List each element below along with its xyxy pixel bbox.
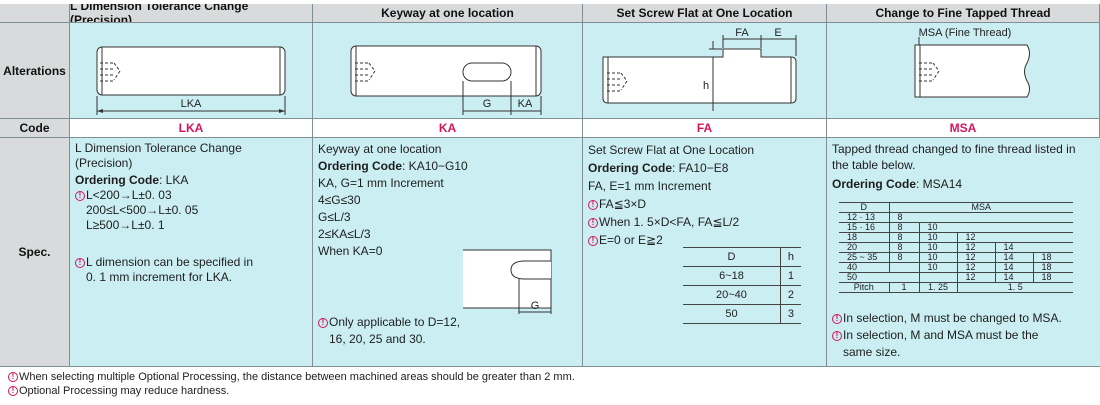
warning-icon: ! [832,331,842,341]
diagram-msa: MSA (Fine Thread) [827,23,1100,119]
spec-msa-note: In selection, M must be changed to MSA. [843,311,1062,325]
spec-msa-line: the table below. [832,158,916,172]
spec-msa-note: In selection, M and MSA must be the [843,328,1039,342]
spec-ka-line: G≤L/3 [318,210,351,224]
spec-fa-line: FA, E=1 mm Increment [588,179,712,193]
spec-msa: Tapped thread changed to fine thread lis… [827,138,1100,367]
diagram-ka: G KA [313,23,583,119]
code-fa: FA [583,119,827,138]
spec-ka-line: 2≤KA≤L/3 [318,227,371,241]
spec-fa-rule: When 1. 5×D<FA, FA≦L/2 [599,215,740,229]
spec-fa-title: Set Screw Flat at One Location [588,143,755,157]
spec-ka: Keyway at one location Ordering Code: KA… [313,138,583,367]
ka-g-label: G [483,98,492,110]
ordering-code-label: Ordering Code [588,161,673,175]
spec-ka-line: 4≤G≤30 [318,193,361,207]
header-msa: Change to Fine Tapped Thread [827,4,1100,23]
spec-lka: L Dimension Tolerance Change (Precision)… [70,138,313,367]
table-corner [0,4,70,23]
msa-fine-thread-label: MSA (Fine Thread) [919,27,1012,39]
spec-fa-rule: FA≦3×D [599,197,647,211]
row-label-alterations: Alterations [0,23,70,119]
ordering-code-value: : FA10−E8 [672,161,729,175]
tolerance-line: L≥500→L±0. 1 [86,218,165,232]
spec-fa-rule: E=0 or E≧2 [599,233,663,247]
warning-icon: ! [588,200,598,210]
alterations-table: L Dimension Tolerance Change (Precision)… [0,4,1100,367]
header-fa: Set Screw Flat at One Location [583,4,827,23]
keyway-end-diagram: G [463,249,552,314]
diagram-fa: FA E h [583,23,827,119]
warning-icon: ! [8,386,18,396]
spec-ka-line: KA, G=1 mm Increment [318,176,444,190]
header-lka: L Dimension Tolerance Change (Precision) [70,4,313,23]
row-label-spec: Spec. [0,138,70,367]
spec-fa: Set Screw Flat at One Location Ordering … [583,138,827,367]
footnote: Optional Processing may reduce hardness. [19,385,230,397]
fa-h-label: h [703,80,709,92]
spec-ka-title: Keyway at one location [318,142,442,156]
table-header: h [779,247,801,267]
table-header: D [839,202,889,213]
code-lka: LKA [70,119,313,138]
diagram-lka: LKA [70,23,313,119]
header-ka: Keyway at one location [313,4,583,23]
table-header: MSA [888,202,1073,213]
spec-lka-title: L Dimension Tolerance Change [75,141,242,155]
footnote: When selecting multiple Optional Process… [19,371,575,383]
keyway-g-label: G [531,300,540,312]
ordering-code-label: Ordering Code [75,173,160,187]
fa-fa-label: FA [735,27,749,39]
spec-lka-note: 0. 1 mm increment for LKA. [86,270,233,284]
footnotes: !When selecting multiple Optional Proces… [8,370,575,398]
ordering-code-label: Ordering Code [832,177,917,191]
warning-icon: ! [8,372,18,382]
warning-icon: ! [588,236,598,246]
ordering-code-label: Ordering Code [318,159,403,173]
row-label-code: Code [0,119,70,138]
spec-ka-note: Only applicable to D=12, [329,315,461,329]
spec-ka-line: When KA=0 [318,244,383,258]
ka-ka-label: KA [518,98,533,110]
code-msa: MSA [827,119,1100,138]
warning-icon: ! [75,191,85,201]
spec-msa-note: same size. [843,345,901,359]
ordering-code-value: : LKA [159,173,189,187]
warning-icon: ! [318,318,328,328]
ordering-code-value: : KA10−G10 [402,159,468,173]
lka-dim-label: LKA [181,98,202,110]
spec-lka-note: L dimension can be specified in [86,255,253,269]
spec-lka-subtitle: (Precision) [75,156,133,170]
spec-msa-line: Tapped thread changed to fine thread lis… [832,142,1076,156]
ordering-code-value: : MSA14 [916,177,963,191]
warning-icon: ! [832,314,842,324]
warning-icon: ! [588,218,598,228]
table-header: D [683,247,781,267]
tolerance-line: 200≤L<500→L±0. 05 [86,203,199,217]
code-ka: KA [313,119,583,138]
spec-ka-note: 16, 20, 25 and 30. [329,332,426,346]
tolerance-line: L<200→L±0. 03 [86,188,172,202]
warning-icon: ! [75,258,85,268]
fa-e-label: E [774,27,781,39]
